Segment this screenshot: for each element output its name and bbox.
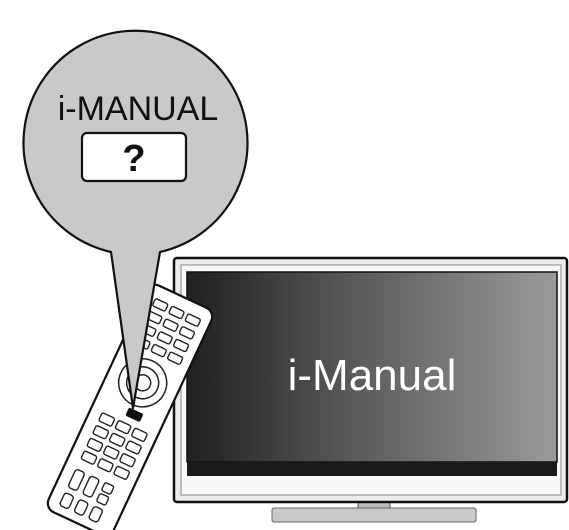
tv: i-Manual bbox=[174, 258, 567, 502]
callout-button-symbol: ? bbox=[122, 138, 145, 180]
tv-bottom-bezel bbox=[187, 462, 557, 476]
tv-screen-text: i-Manual bbox=[288, 351, 457, 400]
callout-label: i-MANUAL bbox=[58, 90, 219, 128]
